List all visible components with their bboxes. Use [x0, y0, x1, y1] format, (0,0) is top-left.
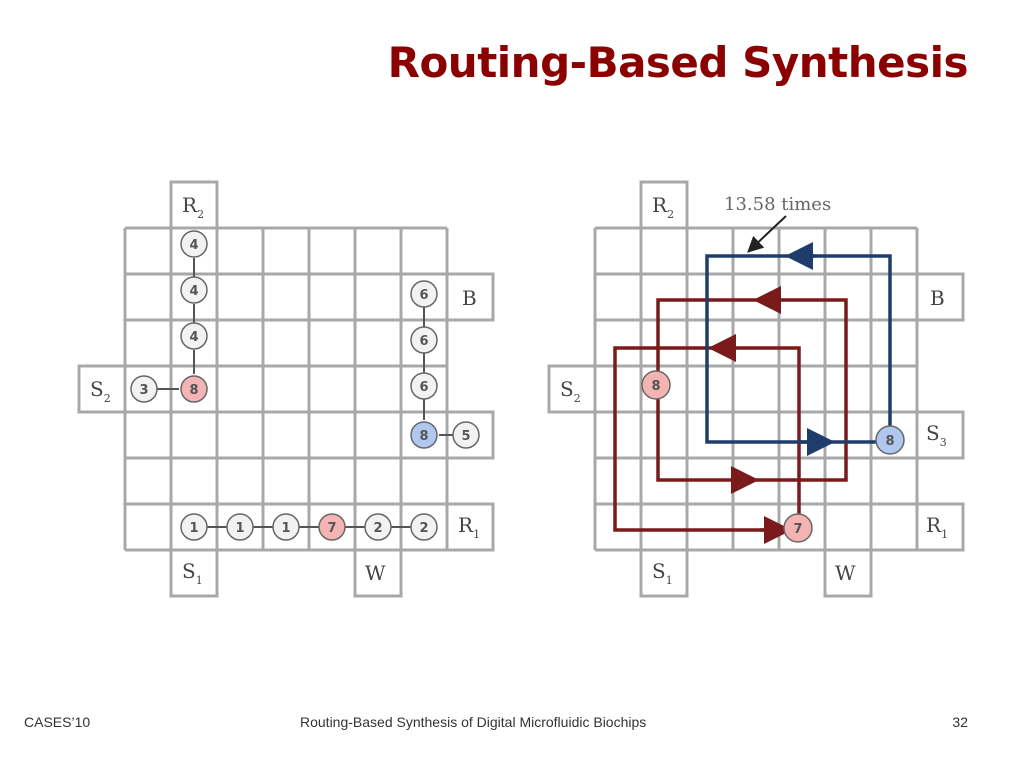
left-label-s2: S2	[90, 377, 111, 405]
right-label-r1: R1	[926, 513, 948, 541]
droplet	[410, 280, 438, 308]
right-diagram	[547, 180, 965, 598]
droplet	[272, 513, 300, 541]
droplet-number: 6	[419, 380, 428, 395]
droplet	[364, 513, 392, 541]
droplet	[410, 513, 438, 541]
droplet	[452, 421, 480, 449]
right-droplet-numbers: 8 8 7	[651, 379, 894, 537]
droplet-red	[318, 513, 346, 541]
droplet-number: 1	[281, 521, 290, 536]
droplet-number: 8	[885, 434, 894, 449]
footer-conference: CASES’10	[24, 714, 91, 730]
droplet	[180, 513, 208, 541]
right-r2-port	[639, 180, 689, 230]
droplet-number: 5	[461, 429, 470, 444]
right-s2-port	[547, 364, 597, 414]
page-number: 32	[952, 714, 968, 730]
droplet-blue	[410, 421, 438, 449]
left-labels: R2 B S2 R1 S1 W	[90, 193, 480, 587]
droplet-number: 4	[189, 238, 198, 253]
annotation-text: 13.58 times	[724, 194, 831, 215]
right-labels: R2 B S2 S3 R1 S1 W	[560, 193, 948, 587]
left-label-w: W	[365, 561, 386, 585]
droplet-number: 8	[189, 383, 198, 398]
right-droplets	[641, 370, 905, 543]
left-b-port	[445, 272, 495, 322]
right-s1-port	[639, 548, 689, 598]
right-label-s2: S2	[560, 377, 581, 405]
droplet-red	[641, 370, 671, 400]
droplet-number: 8	[651, 379, 660, 394]
droplet-number: 3	[139, 383, 148, 398]
droplet-number: 2	[373, 521, 382, 536]
droplet	[226, 513, 254, 541]
droplet-red	[783, 513, 813, 543]
right-label-w: W	[835, 561, 856, 585]
left-label-r2: R2	[182, 193, 204, 221]
right-r1-port	[915, 502, 965, 552]
left-droplets	[130, 230, 480, 541]
right-s3-port	[915, 410, 965, 460]
right-label-s3: S3	[926, 421, 947, 449]
droplet	[130, 375, 158, 403]
right-grid	[593, 226, 919, 552]
droplet-number: 6	[419, 288, 428, 303]
droplet-number: 4	[189, 284, 198, 299]
droplet	[180, 230, 208, 258]
right-b-port	[915, 272, 965, 322]
droplet-number: 4	[189, 330, 198, 345]
left-label-s1: S1	[182, 559, 203, 587]
left-w-port	[353, 548, 403, 598]
droplet	[180, 322, 208, 350]
left-s2-port	[77, 364, 127, 414]
left-label-b: B	[462, 286, 477, 310]
droplet-number: 1	[189, 521, 198, 536]
droplet-red	[180, 375, 208, 403]
left-r1-port	[445, 502, 495, 552]
right-w-port	[823, 548, 873, 598]
left-r2-port	[169, 180, 219, 230]
droplet-number: 7	[793, 522, 802, 537]
droplet-blue	[875, 425, 905, 455]
droplet-number: 7	[327, 521, 336, 536]
droplet	[410, 326, 438, 354]
droplet-number: 6	[419, 334, 428, 349]
footer-title: Routing-Based Synthesis of Digital Micro…	[300, 714, 647, 730]
droplet-number: 1	[235, 521, 244, 536]
left-label-r1: R1	[458, 513, 480, 541]
droplet	[180, 276, 208, 304]
route-red-inner	[656, 298, 848, 482]
right-label-r2: R2	[652, 193, 674, 221]
annotation-arrow	[747, 215, 787, 253]
left-s1-port	[169, 548, 219, 598]
left-droplet-numbers: 4 4 4 3 8 6 6 6 8 5 1 1 1 7 2 2	[139, 238, 470, 536]
droplet-number: 2	[419, 521, 428, 536]
right-label-s1: S1	[652, 559, 673, 587]
droplet	[410, 372, 438, 400]
right-label-b: B	[930, 286, 945, 310]
slide-title: Routing-Based Synthesis	[387, 38, 969, 87]
droplet-number: 8	[419, 429, 428, 444]
